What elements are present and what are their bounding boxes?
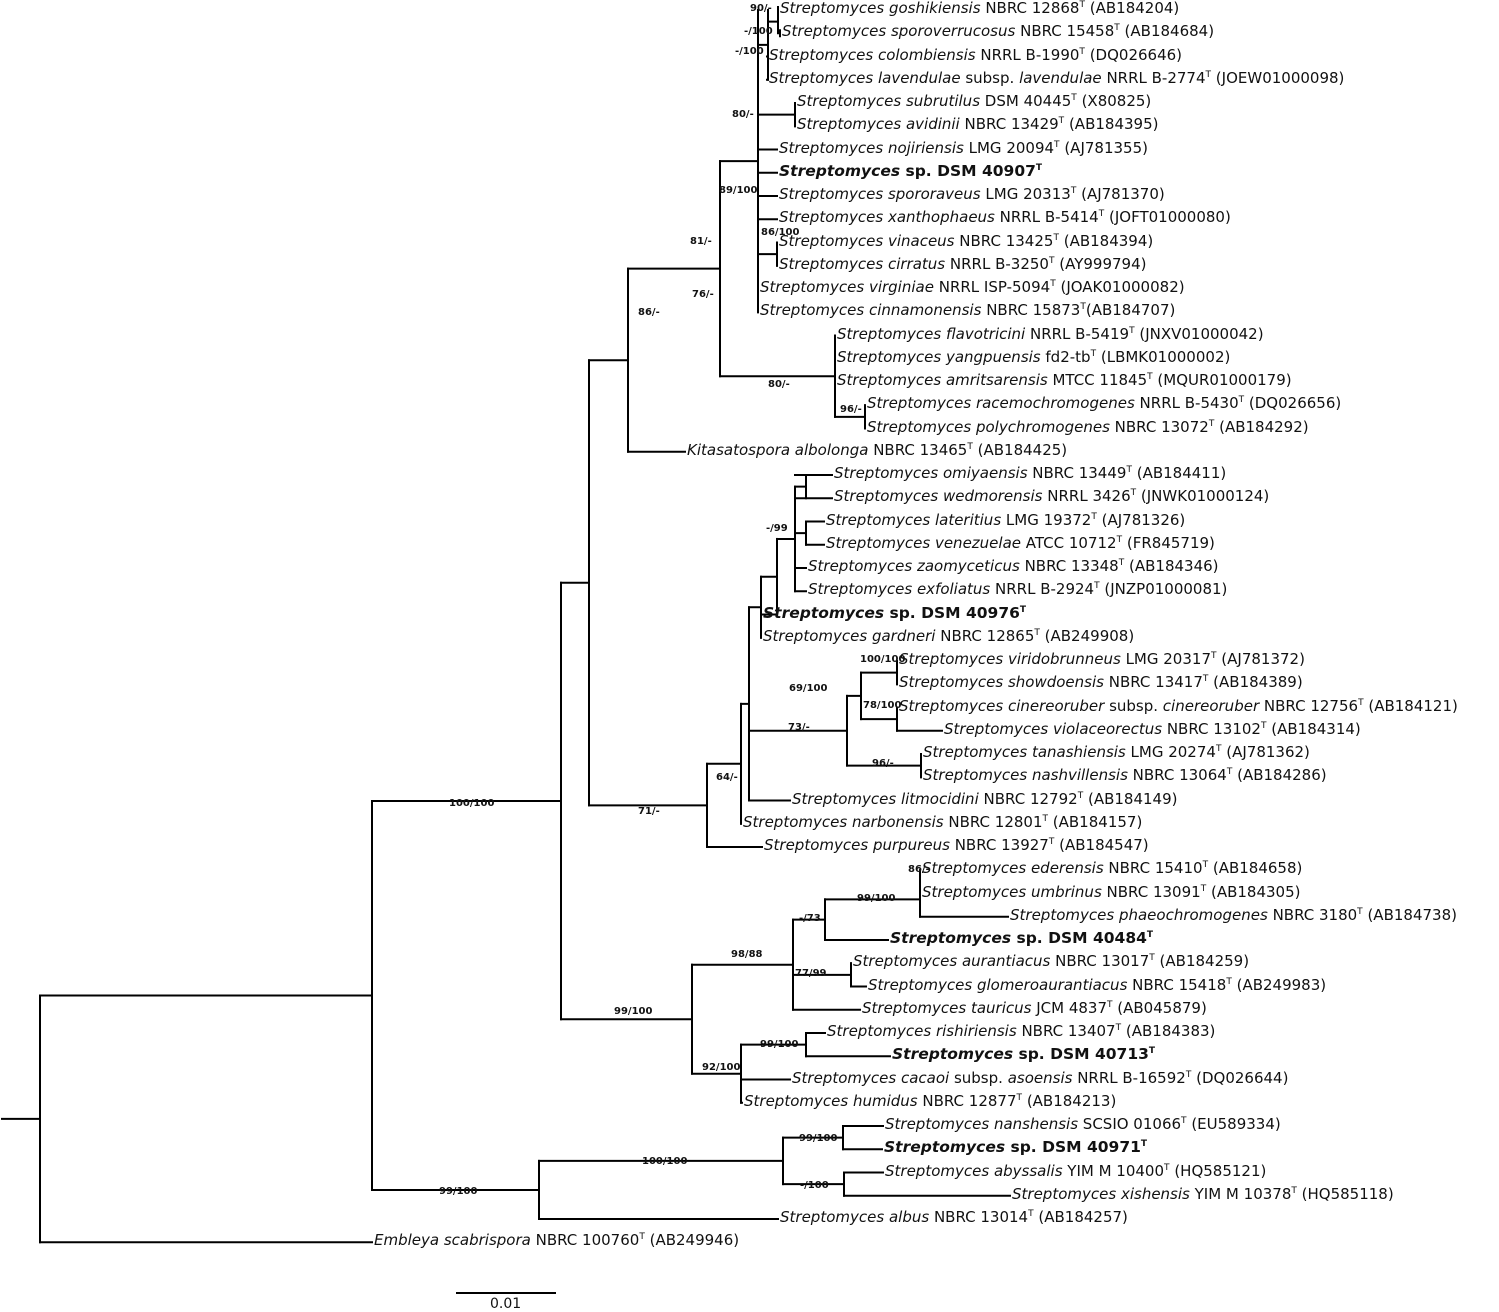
leaf-label: Streptomyces sp. DSM 40713T bbox=[892, 1045, 1156, 1064]
support-value: 78/100 bbox=[863, 700, 902, 711]
leaf-label: Streptomyces cinereoruber subsp. cinereo… bbox=[899, 696, 1458, 715]
leaf-label: Streptomyces colombiensis NRRL B-1990T (… bbox=[769, 45, 1183, 64]
support-value: 99/100 bbox=[857, 893, 896, 904]
leaf-label: Streptomyces rishiriensis NBRC 13407T (A… bbox=[827, 1022, 1216, 1040]
leaf-label: Streptomyces subrutilus DSM 40445T (X808… bbox=[797, 92, 1152, 110]
leaf-label: Streptomyces aurantiacus NBRC 13017T (AB… bbox=[853, 952, 1250, 971]
support-value: 73/- bbox=[788, 722, 810, 733]
leaf-label: Streptomyces venezuelae ATCC 10712T (FR8… bbox=[826, 533, 1215, 552]
leaf-label: Streptomyces tauricus JCM 4837T (AB04587… bbox=[862, 998, 1207, 1017]
leaf-label: Streptomyces cinnamonensis NBRC 15873T(A… bbox=[760, 301, 1176, 320]
leaf-label: Streptomyces lavendulae subsp. lavendula… bbox=[769, 68, 1345, 87]
leaf-label: Streptomyces nanshensis SCSIO 01066T (EU… bbox=[885, 1115, 1281, 1133]
leaf-label: Streptomyces sp. DSM 40976T bbox=[763, 603, 1027, 622]
support-value: -/73 bbox=[799, 913, 821, 924]
tree-branches bbox=[1, 6, 1011, 1244]
support-value: 89/100 bbox=[719, 185, 758, 196]
leaf-label: Streptomyces humidus NBRC 12877T (AB1842… bbox=[744, 1091, 1117, 1110]
leaf-label: Streptomyces zaomyceticus NBRC 13348T (A… bbox=[808, 557, 1219, 575]
support-value: -/100 bbox=[744, 26, 773, 37]
support-value: 86/100 bbox=[761, 227, 800, 238]
leaf-label: Streptomyces albus NBRC 13014T (AB184257… bbox=[780, 1208, 1128, 1226]
support-value: 76/- bbox=[692, 289, 714, 300]
leaf-label: Streptomyces cirratus NRRL B-3250T (AY99… bbox=[779, 254, 1147, 273]
leaf-label: Streptomyces viridobrunneus LMG 20317T (… bbox=[899, 650, 1305, 668]
leaf-label: Streptomyces sp. DSM 40971T bbox=[884, 1138, 1148, 1157]
support-value: 100/100 bbox=[449, 798, 495, 809]
support-value: 80/- bbox=[732, 109, 754, 120]
leaf-label: Streptomyces ederensis NBRC 15410T (AB18… bbox=[922, 859, 1303, 878]
support-value: 99/100 bbox=[439, 1186, 478, 1197]
support-value: 81/- bbox=[690, 236, 712, 247]
leaf-label: Kitasatospora albolonga NBRC 13465T (AB1… bbox=[687, 440, 1068, 459]
support-value: 71/- bbox=[638, 806, 660, 817]
leaf-label: Streptomyces gardneri NBRC 12865T (AB249… bbox=[763, 626, 1135, 645]
leaf-label: Streptomyces sporoverrucosus NBRC 15458T… bbox=[782, 22, 1215, 41]
support-value: 99/100 bbox=[760, 1039, 799, 1050]
leaf-label: Streptomyces nojiriensis LMG 20094T (AJ7… bbox=[779, 138, 1148, 157]
support-value: -/100 bbox=[735, 46, 764, 57]
leaf-label: Streptomyces vinaceus NBRC 13425T (AB184… bbox=[779, 231, 1154, 250]
leaf-label: Streptomyces violaceorectus NBRC 13102T … bbox=[944, 719, 1361, 738]
support-value: 80/- bbox=[768, 379, 790, 390]
leaf-label: Streptomyces omiyaensis NBRC 13449T (AB1… bbox=[834, 464, 1227, 482]
leaf-label: Streptomyces xishensis YIM M 10378T (HQ5… bbox=[1012, 1184, 1394, 1203]
scale-bar-label: 0.01 bbox=[490, 1296, 522, 1312]
support-value: 90/- bbox=[750, 3, 772, 14]
leaf-label: Streptomyces polychromogenes NBRC 13072T… bbox=[867, 417, 1309, 436]
support-value: 100/100 bbox=[860, 654, 906, 665]
leaf-label: Streptomyces wedmorensis NRRL 3426T (JNW… bbox=[834, 487, 1270, 506]
support-value: -/100 bbox=[800, 1180, 829, 1191]
leaf-label: Streptomyces xanthophaeus NRRL B-5414T (… bbox=[779, 208, 1231, 227]
support-value: 98/88 bbox=[731, 949, 763, 960]
support-value: -/99 bbox=[766, 523, 788, 534]
leaf-label: Streptomyces narbonensis NBRC 12801T (AB… bbox=[743, 812, 1143, 831]
support-value: 77/99 bbox=[795, 968, 827, 979]
leaf-label: Streptomyces virginiae NRRL ISP-5094T (J… bbox=[760, 278, 1185, 296]
leaf-label: Streptomyces purpureus NBRC 13927T (AB18… bbox=[764, 836, 1149, 854]
support-value: 86/- bbox=[638, 307, 660, 318]
leaf-label: Streptomyces umbrinus NBRC 13091T (AB184… bbox=[922, 882, 1301, 901]
leaf-label: Streptomyces showdoensis NBRC 13417T (AB… bbox=[899, 673, 1303, 692]
leaf-label: Streptomyces racemochromogenes NRRL B-54… bbox=[867, 394, 1342, 413]
leaf-label: Streptomyces cacaoi subsp. asoensis NRRL… bbox=[792, 1068, 1289, 1087]
leaf-label: Streptomyces yangpuensis fd2-tbT (LBMK01… bbox=[837, 347, 1231, 366]
leaf-label: Embleya scabrispora NBRC 100760T (AB2499… bbox=[374, 1231, 740, 1250]
leaf-label: Streptomyces avidinii NBRC 13429T (AB184… bbox=[797, 115, 1159, 134]
leaf-label: Streptomyces abyssalis YIM M 10400T (HQ5… bbox=[885, 1161, 1267, 1180]
leaf-label: Streptomyces sp. DSM 40907T bbox=[779, 161, 1043, 180]
support-value: 69/100 bbox=[789, 683, 828, 694]
leaf-label: Streptomyces nashvillensis NBRC 13064T (… bbox=[923, 766, 1327, 785]
leaf-label: Streptomyces phaeochromogenes NBRC 3180T… bbox=[1010, 905, 1457, 924]
support-value: 64/- bbox=[716, 772, 738, 783]
support-value: 96/- bbox=[872, 758, 894, 769]
leaf-label: Streptomyces litmocidini NBRC 12792T (AB… bbox=[792, 789, 1178, 808]
leaf-label: Streptomyces amritsarensis MTCC 11845T (… bbox=[837, 371, 1292, 389]
support-value: 96/- bbox=[840, 404, 862, 415]
leaf-label: Streptomyces lateritius LMG 19372T (AJ78… bbox=[826, 510, 1186, 529]
leaf-label: Streptomyces glomeroaurantiacus NBRC 154… bbox=[868, 975, 1327, 994]
support-value: 99/100 bbox=[614, 1006, 653, 1017]
leaf-label: Streptomyces goshikiensis NBRC 12868T (A… bbox=[780, 0, 1180, 17]
leaf-label: Streptomyces spororaveus LMG 20313T (AJ7… bbox=[779, 185, 1165, 203]
support-value: 99/100 bbox=[799, 1133, 838, 1144]
support-value: 86/- bbox=[908, 864, 930, 875]
leaf-label: Streptomyces flavotricini NRRL B-5419T (… bbox=[837, 324, 1264, 343]
support-value: 100/100 bbox=[642, 1156, 688, 1167]
leaf-label: Streptomyces sp. DSM 40484T bbox=[890, 929, 1154, 947]
support-value: 92/100 bbox=[702, 1062, 741, 1073]
leaf-label: Streptomyces exfoliatus NRRL B-2924T (JN… bbox=[808, 580, 1228, 599]
leaf-label: Streptomyces tanashiensis LMG 20274T (AJ… bbox=[923, 743, 1310, 761]
